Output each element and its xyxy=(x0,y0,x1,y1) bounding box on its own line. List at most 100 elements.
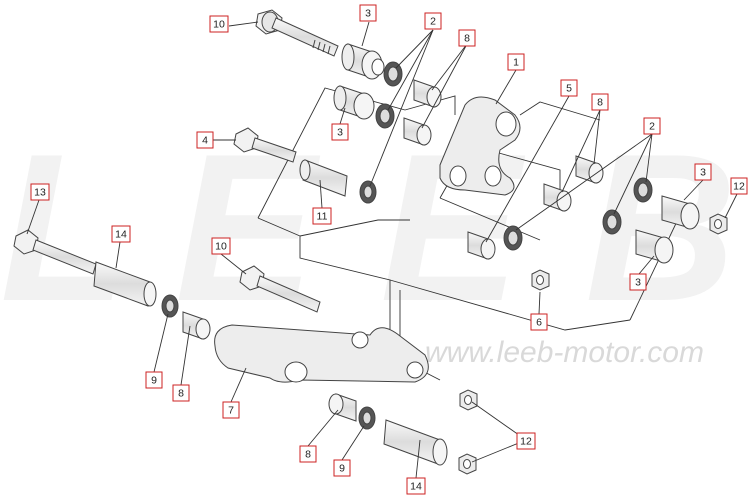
callout-box xyxy=(211,237,231,255)
callout-3: 3 xyxy=(694,163,712,181)
callout-number: 12 xyxy=(733,181,745,193)
callout-number: 14 xyxy=(115,229,127,241)
callout-8: 8 xyxy=(458,29,476,47)
callout-number: 10 xyxy=(213,19,225,31)
callout-box xyxy=(359,4,377,22)
callout-box xyxy=(458,29,476,47)
bolt-lower xyxy=(239,265,321,313)
nut-right xyxy=(709,213,728,235)
callout-number: 1 xyxy=(513,57,519,69)
callout-10: 10 xyxy=(209,15,229,33)
callout-box xyxy=(209,15,229,33)
callout-12: 12 xyxy=(516,432,536,450)
callout-number: 9 xyxy=(339,463,345,475)
bushing-2 xyxy=(403,117,432,146)
callout-number: 4 xyxy=(202,135,208,147)
callout-number: 13 xyxy=(34,187,46,199)
callout-5: 5 xyxy=(560,79,578,97)
callout-number: 12 xyxy=(520,436,532,448)
bushing-3 xyxy=(575,155,604,184)
callout-box xyxy=(530,313,548,331)
callout-3: 3 xyxy=(331,123,349,141)
callout-3: 3 xyxy=(629,273,647,291)
callout-box xyxy=(331,123,349,141)
callout-number: 8 xyxy=(464,33,470,45)
bolt-long xyxy=(13,229,97,275)
callout-1: 1 xyxy=(507,53,525,71)
callout-box xyxy=(591,93,609,111)
nut-center xyxy=(531,269,550,291)
callout-14: 14 xyxy=(406,477,426,495)
callout-number: 2 xyxy=(430,16,436,28)
callout-6: 6 xyxy=(530,313,548,331)
sleeve-left xyxy=(93,261,157,307)
callout-box xyxy=(694,163,712,181)
bushing-5 xyxy=(467,231,496,260)
callout-7: 7 xyxy=(222,401,240,419)
callout-box xyxy=(560,79,578,97)
callout-10: 10 xyxy=(211,237,231,255)
callout-box xyxy=(145,371,163,389)
sleeve xyxy=(299,159,348,197)
callout-13: 13 xyxy=(30,183,50,201)
brand-watermark: L E E B xyxy=(0,110,737,345)
callout-box xyxy=(30,183,50,201)
bushing-6 xyxy=(182,311,211,340)
callout-box xyxy=(516,432,536,450)
bolt-mid xyxy=(233,127,297,163)
spacer-right-2 xyxy=(635,229,674,264)
bushing-1 xyxy=(413,79,442,108)
callout-box xyxy=(111,225,131,243)
bearing-7 xyxy=(161,294,179,318)
callout-number: 9 xyxy=(151,375,157,387)
callout-number: 3 xyxy=(365,8,371,20)
callout-box xyxy=(333,459,351,477)
callout-number: 3 xyxy=(337,127,343,139)
sleeve-lower xyxy=(383,419,448,466)
callout-box xyxy=(507,53,525,71)
spacer-right-1 xyxy=(661,195,700,230)
callout-number: 7 xyxy=(228,405,234,417)
nut-lower-1 xyxy=(459,389,478,411)
callout-box xyxy=(222,401,240,419)
callout-box xyxy=(172,384,190,402)
callout-number: 10 xyxy=(215,241,227,253)
spacer-top-1 xyxy=(341,43,385,80)
bearing-1 xyxy=(383,61,403,87)
callout-box xyxy=(730,177,748,195)
bolt-top xyxy=(255,9,339,57)
rocker-arm xyxy=(439,96,521,196)
callout-8: 8 xyxy=(299,445,317,463)
callout-number: 8 xyxy=(178,388,184,400)
callout-number: 8 xyxy=(305,449,311,461)
callout-number: 8 xyxy=(597,97,603,109)
link-rod xyxy=(214,324,429,383)
bushing-7 xyxy=(328,393,357,422)
bearing-6 xyxy=(503,225,523,251)
bearing-2 xyxy=(375,103,395,129)
callout-box xyxy=(643,117,661,135)
bushing-4 xyxy=(543,183,572,212)
callout-number: 3 xyxy=(700,167,706,179)
bearing-5 xyxy=(602,209,622,235)
callout-number: 3 xyxy=(635,277,641,289)
callout-box xyxy=(424,12,442,30)
callout-number: 14 xyxy=(410,481,422,493)
callout-8: 8 xyxy=(172,384,190,402)
callout-9: 9 xyxy=(333,459,351,477)
callout-11: 11 xyxy=(312,207,332,225)
callout-box xyxy=(406,477,426,495)
parts xyxy=(13,9,728,475)
spacer-top-2 xyxy=(333,85,375,120)
callout-number: 6 xyxy=(536,317,542,329)
callout-number: 11 xyxy=(317,211,328,223)
callout-number: 5 xyxy=(566,83,572,95)
callout-12: 12 xyxy=(730,177,748,195)
callout-box xyxy=(196,131,214,149)
brand-letter-1: L xyxy=(0,110,128,345)
nut-lower-2 xyxy=(458,453,477,475)
callout-4: 4 xyxy=(196,131,214,149)
bearing-4 xyxy=(633,177,653,203)
